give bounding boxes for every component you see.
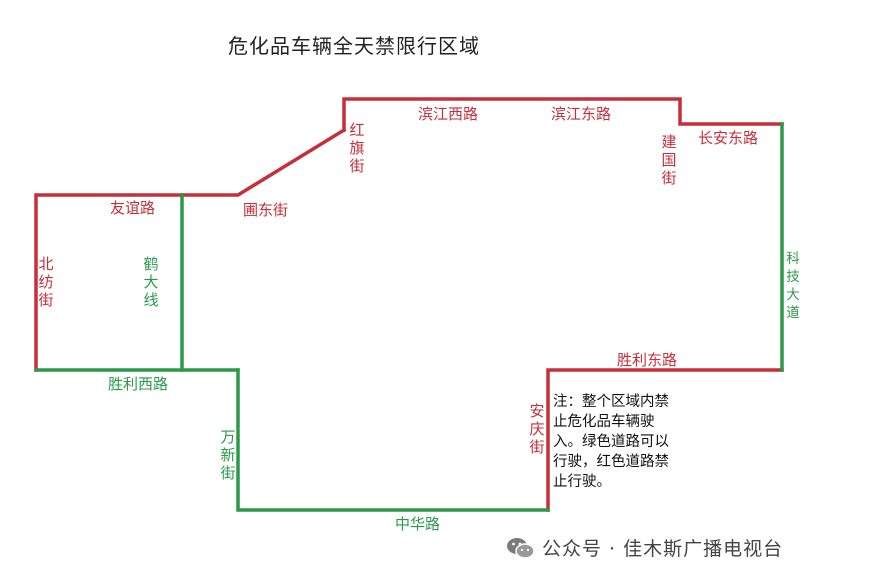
road-label-keji: 科技大道 [786, 251, 800, 321]
road-label-binjiang-east: 滨江东路 [551, 105, 612, 123]
road-label-zhonghua: 中华路 [395, 515, 441, 533]
restricted-roads [34, 97, 784, 512]
road-label-hongqi: 红旗街 [349, 121, 365, 175]
road-label-hedaxian: 鹤大线 [143, 255, 159, 309]
pudong-road-line [180, 127, 347, 197]
watermark: 公众号 · 佳木斯广播电视台 [506, 534, 783, 561]
road-label-shengli-east: 胜利东路 [617, 351, 678, 369]
road-label-beifang: 北纺街 [38, 255, 54, 309]
wanxin-zhonghua-road-line [236, 368, 550, 512]
road-label-youyi: 友谊路 [110, 199, 156, 217]
road-label-pudong: 圃东街 [243, 201, 289, 219]
map-title: 危化品车辆全天禁限行区域 [228, 34, 480, 58]
shengli-east-road-line [546, 368, 784, 512]
road-label-wanxin: 万新街 [220, 428, 236, 482]
watermark-text: 公众号 · 佳木斯广播电视台 [542, 538, 784, 560]
road-label-jianguo: 建国街 [661, 133, 677, 187]
road-label-anqing: 安庆街 [529, 402, 545, 456]
road-label-changan-east: 长安东路 [698, 129, 759, 147]
binjiang-road-line [342, 97, 784, 132]
road-label-shengli-west: 胜利西路 [108, 375, 169, 393]
wechat-icon [506, 536, 536, 560]
allowed-roads [34, 122, 784, 512]
road-label-binjiang-west: 滨江西路 [418, 105, 479, 123]
map-note: 注：整个区域内禁止危化品车辆驶入。绿色道路可以行驶，红色道路禁止行驶。 [553, 394, 669, 490]
youyi-road-line [34, 193, 184, 372]
